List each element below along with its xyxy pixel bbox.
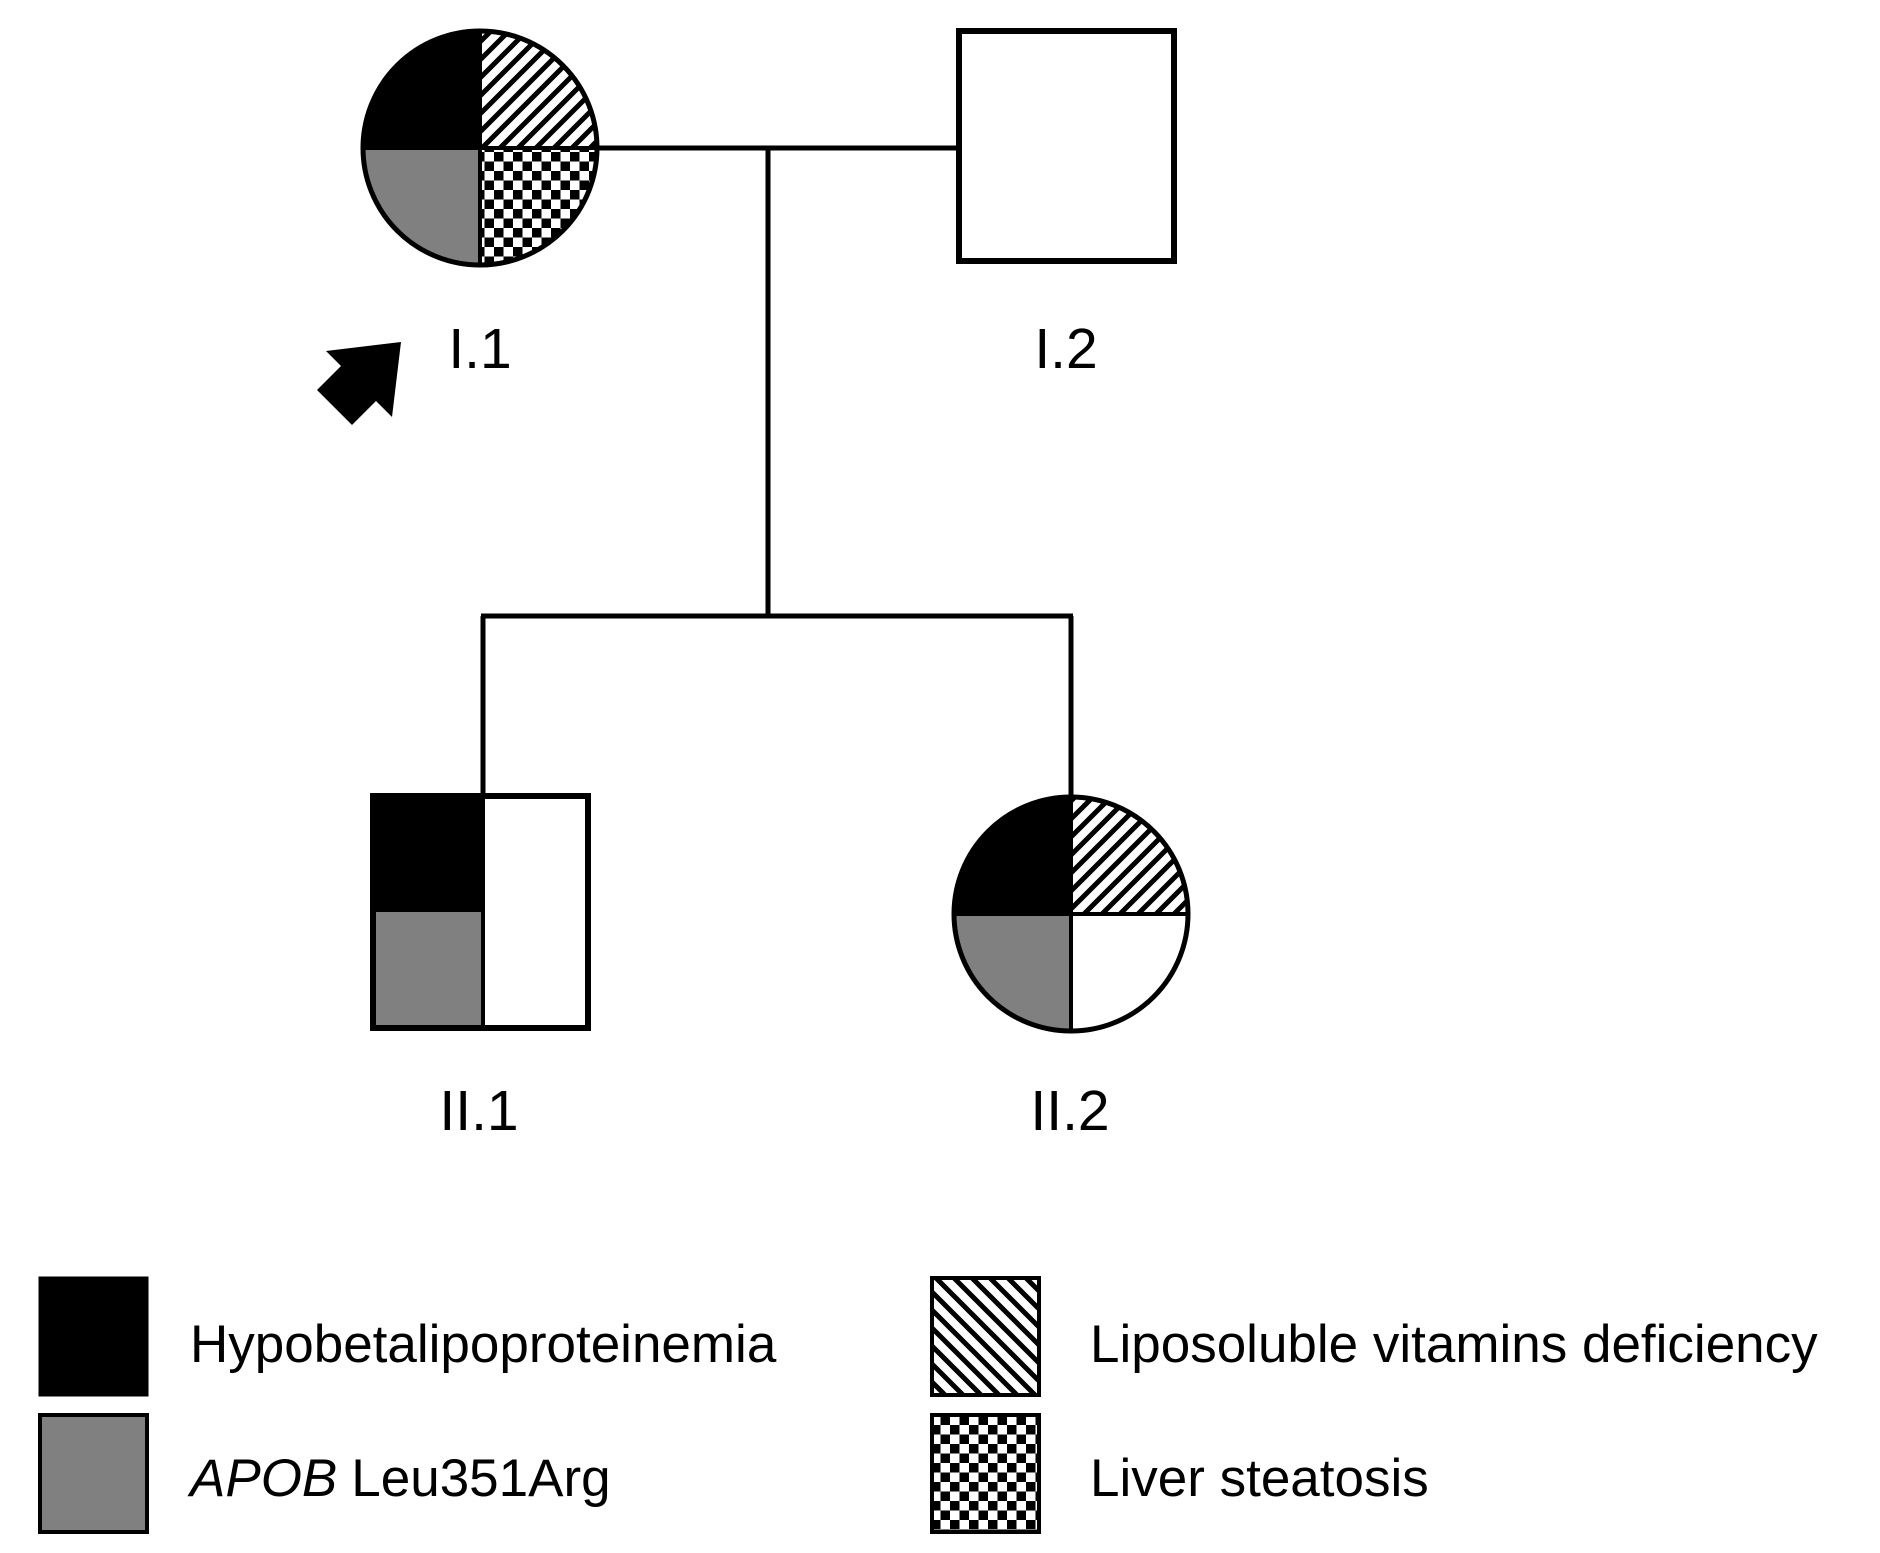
legend-label-liver-steatosis: Liver steatosis xyxy=(1090,1449,1429,1508)
individual-ii1-label: II.1 xyxy=(439,1079,518,1143)
individual-i2-symbol xyxy=(956,28,1177,264)
individual-i1-symbol xyxy=(360,28,600,268)
individual-ii1-symbol xyxy=(370,793,591,1031)
legend-swatch-liposoluble-vitamins-deficiency xyxy=(930,1276,1041,1397)
individual-i2-label: I.2 xyxy=(1034,317,1097,381)
proband-arrow-icon xyxy=(317,342,401,425)
legend-apob-gene: APOB xyxy=(187,1449,337,1508)
legend-swatch-liver-steatosis xyxy=(930,1413,1041,1534)
legend-apob-variant: Leu351Arg xyxy=(351,1449,610,1508)
individual-ii2-label: II.2 xyxy=(1030,1079,1109,1143)
legend-label-hypobetalipoproteinemia: Hypobetalipoproteinemia xyxy=(190,1315,777,1374)
pedigree-lines xyxy=(480,145,1074,796)
individual-ii2-symbol xyxy=(951,794,1191,1034)
legend-swatch-hypobetalipoproteinemia xyxy=(38,1276,149,1397)
legend-swatch-apob-variant xyxy=(38,1413,149,1534)
legend-label-liposoluble-vitamins-deficiency: Liposoluble vitamins deficiency xyxy=(1090,1315,1818,1374)
individual-i1-label: I.1 xyxy=(448,317,511,381)
